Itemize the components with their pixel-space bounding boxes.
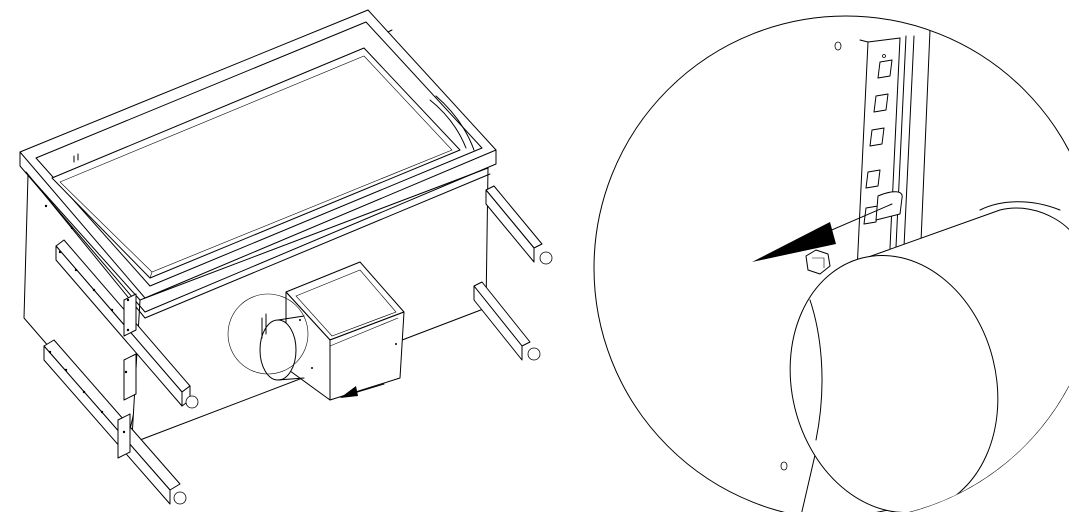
round-collar <box>259 315 305 381</box>
bracket-plates <box>117 293 137 459</box>
housing-assembly <box>19 9 553 505</box>
duct-pipe <box>789 201 1069 512</box>
rail-lower-left <box>43 339 187 505</box>
detail-magnification <box>593 15 1069 512</box>
rivet-dots <box>44 204 130 434</box>
direction-arrow-small <box>340 383 385 398</box>
rail-lower-right <box>473 281 541 361</box>
detail-circle <box>593 15 1069 512</box>
detail-marker-circle <box>227 293 309 375</box>
rail-upper-left <box>55 239 199 409</box>
rail-upper-right <box>485 185 553 265</box>
hex-nut <box>805 249 831 275</box>
direction-arrow-large <box>752 203 893 262</box>
duct-connection-box <box>285 261 405 401</box>
box-opening <box>51 47 461 279</box>
